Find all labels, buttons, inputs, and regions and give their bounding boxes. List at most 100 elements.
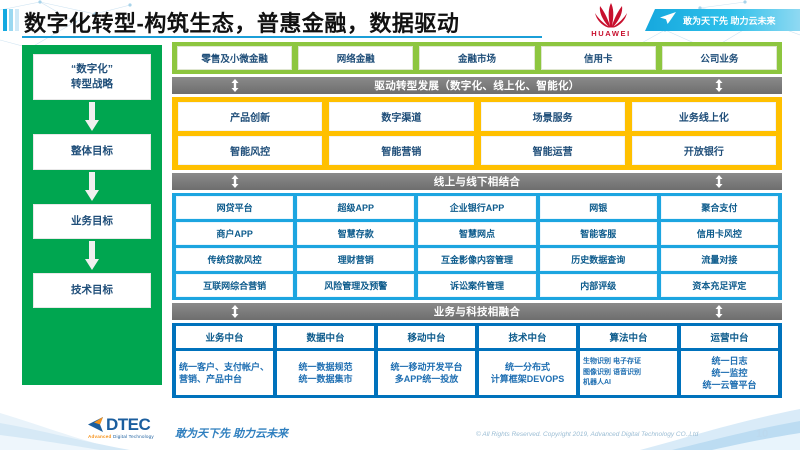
- platform-band: 业务中台 数据中台 移动中台 技术中台 算法中台 运营中台 统一客户、支付帐户、…: [172, 323, 782, 399]
- platform-desc: 统一客户、支付帐户、营销、产品中台: [176, 351, 273, 396]
- drive-cell[interactable]: 场景服务: [480, 102, 625, 131]
- cloud-slogan-banner: 敢为天下先 助力云未来: [645, 9, 800, 31]
- updown-arrow-icon: [230, 79, 240, 97]
- accent-bars-icon: [3, 9, 19, 31]
- dtec-tagline-rest: Digital Technology: [111, 434, 154, 439]
- down-arrow-icon-0: [83, 100, 101, 134]
- updown-arrow-icon: [230, 175, 240, 193]
- drive-cell[interactable]: 业务线上化: [631, 102, 776, 131]
- updown-arrow-icon: [714, 79, 724, 97]
- platform-head[interactable]: 业务中台: [176, 326, 273, 348]
- business-line-cell[interactable]: 信用卡: [540, 46, 656, 70]
- drive-cell[interactable]: 开放银行: [631, 136, 776, 165]
- strategy-column: “数字化” 转型战略 整体目标 业务目标 技术目标: [22, 45, 162, 385]
- platform-head[interactable]: 技术中台: [479, 326, 576, 348]
- business-line-cell[interactable]: 公司业务: [661, 46, 778, 70]
- online-cell[interactable]: 诉讼案件管理: [418, 274, 536, 297]
- platform-head[interactable]: 算法中台: [580, 326, 677, 348]
- content-stack: 零售及小微金融 网络金融 金融市场 信用卡 公司业务 驱动转型发展（数字化、线上…: [172, 42, 782, 399]
- updown-arrow-icon: [714, 305, 724, 323]
- drive-divider-label: 驱动转型发展（数字化、线上化、智能化）: [374, 80, 580, 92]
- drive-cell[interactable]: 智能风控: [178, 136, 323, 165]
- title-underline: [22, 36, 542, 38]
- online-cell[interactable]: 互金影像内容管理: [418, 248, 536, 271]
- dtec-arrow-icon: [88, 417, 103, 432]
- slide-body: “数字化” 转型战略 整体目标 业务目标 技术目标 零售及小微金融 网络金融 金…: [0, 42, 800, 407]
- down-arrow-icon-2: [83, 239, 101, 273]
- business-line-cell[interactable]: 金融市场: [419, 46, 535, 70]
- online-row: 网贷平台 超级APP 企业银行APP 网银 聚合支付: [176, 196, 779, 219]
- online-cell[interactable]: 传统贷款风控: [176, 248, 294, 271]
- online-offline-band: 网贷平台 超级APP 企业银行APP 网银 聚合支付 商户APP 智慧存款 智慧…: [172, 193, 782, 300]
- dtec-tagline-bold: Advanced: [88, 434, 112, 439]
- online-cell[interactable]: 企业银行APP: [418, 196, 536, 219]
- updown-arrow-icon: [714, 175, 724, 193]
- banner-slogan: 敢为天下先 助力云未来: [683, 15, 776, 26]
- platform-head[interactable]: 移动中台: [378, 326, 475, 348]
- drive-cell[interactable]: 产品创新: [178, 102, 323, 131]
- platform-desc: 统一移动开发平台 多APP统一投放: [378, 351, 475, 396]
- online-cell[interactable]: 理财营销: [297, 248, 415, 271]
- online-cell[interactable]: 商户APP: [176, 222, 294, 245]
- online-cell[interactable]: 网银: [539, 196, 657, 219]
- online-row: 互联网综合营销 风险管理及预警 诉讼案件管理 内部评级 资本充足评定: [176, 274, 779, 297]
- platform-desc: 统一数据规范 统一数据集市: [277, 351, 374, 396]
- online-cell[interactable]: 资本充足评定: [660, 274, 779, 297]
- fusion-divider-bar: 业务与科技相融合: [172, 303, 782, 320]
- down-arrow-icon-1: [83, 170, 101, 204]
- dtec-tagline: Advanced Digital Technology: [88, 434, 166, 439]
- drive-row: 产品创新 数字渠道 场景服务 业务线上化: [178, 102, 776, 131]
- strategy-box-0: “数字化” 转型战略: [33, 54, 151, 101]
- huawei-wordmark: HUAWEI: [591, 29, 631, 38]
- online-cell[interactable]: 互联网综合营销: [176, 274, 294, 297]
- drive-row: 智能风控 智能营销 智能运营 开放银行: [178, 136, 776, 165]
- business-line-cell[interactable]: 网络金融: [298, 46, 414, 70]
- platform-head-row: 业务中台 数据中台 移动中台 技术中台 算法中台 运营中台: [176, 326, 778, 348]
- footer-slogan: 敢为天下先 助力云未来: [175, 428, 289, 440]
- drive-cell[interactable]: 数字渠道: [329, 102, 474, 131]
- dtec-wordmark: DTEC: [106, 415, 151, 434]
- fusion-divider-label: 业务与科技相融合: [433, 306, 521, 318]
- online-cell[interactable]: 智慧网点: [418, 222, 536, 245]
- online-cell[interactable]: 智慧存款: [297, 222, 415, 245]
- copyright-text: © All Rights Reserved. Copyright 2019, A…: [476, 431, 699, 438]
- online-cell[interactable]: 智能客服: [539, 222, 657, 245]
- platform-desc: 统一日志 统一监控 统一云管平台: [681, 351, 778, 396]
- online-row: 传统贷款风控 理财营销 互金影像内容管理 历史数据查询 流量对接: [176, 248, 779, 271]
- dtec-logo: DTEC Advanced Digital Technology: [88, 416, 166, 439]
- huawei-logo: HUAWEI: [583, 2, 639, 42]
- page-title: 数字化转型-构筑生态，普惠金融，数据驱动: [24, 11, 460, 36]
- platform-head[interactable]: 数据中台: [277, 326, 374, 348]
- strategy-box-3: 技术目标: [33, 272, 151, 309]
- drive-cell[interactable]: 智能运营: [480, 136, 625, 165]
- online-cell[interactable]: 风险管理及预警: [297, 274, 415, 297]
- footer-swoosh-decoration: [0, 409, 800, 450]
- page-number: 10: [756, 428, 769, 440]
- huawei-flower-icon: [595, 3, 627, 28]
- online-divider-bar: 线上与线下相结合: [172, 173, 782, 190]
- online-cell[interactable]: 流量对接: [660, 248, 779, 271]
- online-cell[interactable]: 历史数据查询: [539, 248, 657, 271]
- slide-header: 数字化转型-构筑生态，普惠金融，数据驱动 HUAWEI 敢为天下先 助力云未来: [0, 0, 800, 42]
- online-cell[interactable]: 网贷平台: [176, 196, 294, 219]
- drive-band: 产品创新 数字渠道 场景服务 业务线上化 智能风控 智能营销 智能运营 开放银行: [172, 97, 782, 170]
- business-line-cell[interactable]: 零售及小微金融: [177, 46, 293, 70]
- slide-footer: DTEC Advanced Digital Technology 敢为天下先 助…: [0, 407, 800, 450]
- strategy-box-1: 整体目标: [33, 134, 151, 170]
- drive-cell[interactable]: 智能营销: [329, 136, 474, 165]
- paper-plane-icon: [659, 11, 677, 30]
- online-row: 商户APP 智慧存款 智慧网点 智能客服 信用卡风控: [176, 222, 779, 245]
- business-lines-band: 零售及小微金融 网络金融 金融市场 信用卡 公司业务: [172, 42, 782, 74]
- platform-desc: 生物识别 电子存证 图像识别 语音识别 机器人AI: [580, 351, 677, 396]
- platform-head[interactable]: 运营中台: [681, 326, 778, 348]
- online-cell[interactable]: 内部评级: [539, 274, 657, 297]
- platform-desc-row: 统一客户、支付帐户、营销、产品中台 统一数据规范 统一数据集市 统一移动开发平台…: [176, 351, 778, 396]
- online-cell[interactable]: 超级APP: [297, 196, 415, 219]
- online-cell[interactable]: 信用卡风控: [660, 222, 779, 245]
- platform-desc: 统一分布式 计算框架DEVOPS: [479, 351, 576, 396]
- drive-divider-bar: 驱动转型发展（数字化、线上化、智能化）: [172, 77, 782, 94]
- online-cell[interactable]: 聚合支付: [660, 196, 779, 219]
- updown-arrow-icon: [230, 305, 240, 323]
- online-divider-label: 线上与线下相结合: [433, 176, 521, 188]
